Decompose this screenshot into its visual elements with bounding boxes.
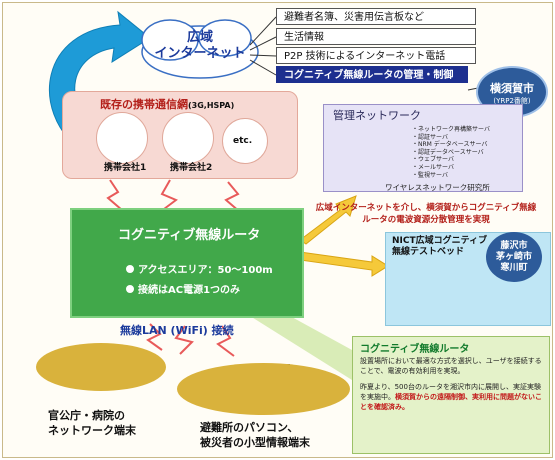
server-list-item: ・監視サーバ bbox=[412, 171, 448, 179]
server-list: ・ネットワーク再構築サーバ ・認証サーバ ・NRM データベースサーバ ・認証デ… bbox=[412, 126, 490, 179]
server-list-item: ・ネットワーク再構築サーバ bbox=[412, 126, 490, 133]
service-router-management: コグニティブ無線ルータの管理・制御 bbox=[276, 66, 468, 83]
server-list-item: ・メールサーバ bbox=[412, 163, 454, 171]
city-fujisawa: 藤沢市 bbox=[500, 241, 528, 251]
router-feature-range: アクセスエリア：50～100m bbox=[138, 265, 273, 276]
carrier-title-text: 既存の携帯通信網 bbox=[100, 98, 188, 111]
yokosuka-sub: (YRP2番館) bbox=[493, 97, 531, 105]
internet-label-line2: インターネット bbox=[154, 46, 246, 61]
service-evacuee-list: 避難者名簿、災害用伝言板など bbox=[276, 8, 476, 25]
office-terminal-label: 官公庁・病院の ネットワーク端末 bbox=[48, 408, 136, 438]
testbed-city-badge: 藤沢市 茅ヶ崎市 寒川町 bbox=[486, 232, 542, 282]
server-list-item: ・ウェブサーバ bbox=[412, 156, 454, 164]
bullet-icon bbox=[126, 285, 134, 293]
office-terminal-line1: 官公庁・病院の bbox=[48, 409, 125, 422]
info-pointer bbox=[250, 316, 352, 380]
yokosuka-name: 横須賀市 bbox=[490, 82, 534, 95]
router-info-paragraph2-plain: 昨夏より、500台のルータを湘沢市内に展開し、実証実験を実施中。 bbox=[360, 383, 541, 401]
carrier-network-title: 既存の携帯通信網(3G,HSPA) bbox=[100, 96, 234, 112]
service-living-info: 生活情報 bbox=[276, 28, 476, 45]
internet-label: 広域 インターネット bbox=[150, 30, 250, 62]
service-p2p-phone: P2P 技術によるインターネット電話 bbox=[276, 47, 476, 64]
cognitive-router-panel bbox=[70, 208, 304, 318]
management-network-panel bbox=[323, 104, 523, 192]
router-info-paragraph1: 設置場所において最適な方式を選択し、ユーザを接続することで、電波の有効利用を実現… bbox=[360, 357, 542, 375]
internet-cloud bbox=[141, 19, 259, 79]
office-terminal-base bbox=[36, 343, 166, 391]
testbed-title-line1: NICT広域コグニティブ bbox=[392, 236, 488, 246]
management-network-title: 管理ネットワーク bbox=[333, 109, 421, 122]
city-chigasaki: 茅ヶ崎市 bbox=[495, 252, 532, 262]
router-info-title: コグニティブ無線ルータ bbox=[360, 344, 470, 355]
server-list-item: ・認証サーバ bbox=[412, 133, 448, 141]
city-samukawa: 寒川町 bbox=[500, 263, 528, 273]
server-list-item: ・NRM データベースサーバ bbox=[412, 141, 488, 149]
carrier-2-label: 携帯会社2 bbox=[170, 163, 213, 173]
wireless-signals bbox=[106, 179, 241, 357]
router-info-box bbox=[352, 336, 550, 454]
office-terminal-line2: ネットワーク端末 bbox=[48, 424, 136, 437]
wlan-label: 無線LAN (WiFi) 接続 bbox=[120, 324, 234, 337]
carrier-1-circle bbox=[96, 112, 148, 164]
bullet-icon bbox=[126, 265, 134, 273]
carrier-1-label: 携帯会社1 bbox=[104, 163, 147, 173]
testbed-title-line2: 無線テストベッド bbox=[392, 247, 465, 257]
internet-label-line1: 広域 bbox=[186, 30, 213, 45]
lab-name: ワイヤレスネットワーク研究所 bbox=[385, 183, 490, 192]
server-list-item: ・認証データベースサーバ bbox=[412, 148, 484, 156]
shelter-terminal-label: 避難所のパソコン、 被災者の小型情報端末 bbox=[200, 420, 310, 450]
testbed-title: NICT広域コグニティブ 無線テストベッド bbox=[392, 236, 487, 258]
router-info-paragraph2-red: 横須賀からの遠隔制御、実利用に問題がないことを確認済み。 bbox=[360, 393, 542, 411]
router-info-paragraph2: 昨夏より、500台のルータを湘沢市内に展開し、実証実験を実施中。横須賀からの遠隔… bbox=[360, 382, 543, 412]
carrier-etc-circle bbox=[222, 118, 268, 164]
carrier-title-note: (3G,HSPA) bbox=[188, 101, 235, 110]
carrier-etc-label: etc. bbox=[233, 136, 253, 146]
cognitive-router-title: コグニティブ無線ルータ bbox=[118, 228, 261, 243]
router-feature-power: 接続はAC電源1つのみ bbox=[138, 285, 241, 296]
control-arrows bbox=[299, 195, 389, 277]
shelter-terminal-base bbox=[177, 363, 350, 415]
shelter-terminal-line2: 被災者の小型情報端末 bbox=[200, 436, 310, 449]
shelter-terminal-line1: 避難所のパソコン、 bbox=[200, 421, 299, 434]
carrier-2-circle bbox=[162, 112, 214, 164]
remote-management-caption: 広域インターネットを介し、横須賀からコグニティブ無線ルータの電波資源分散管理を実… bbox=[315, 203, 537, 225]
